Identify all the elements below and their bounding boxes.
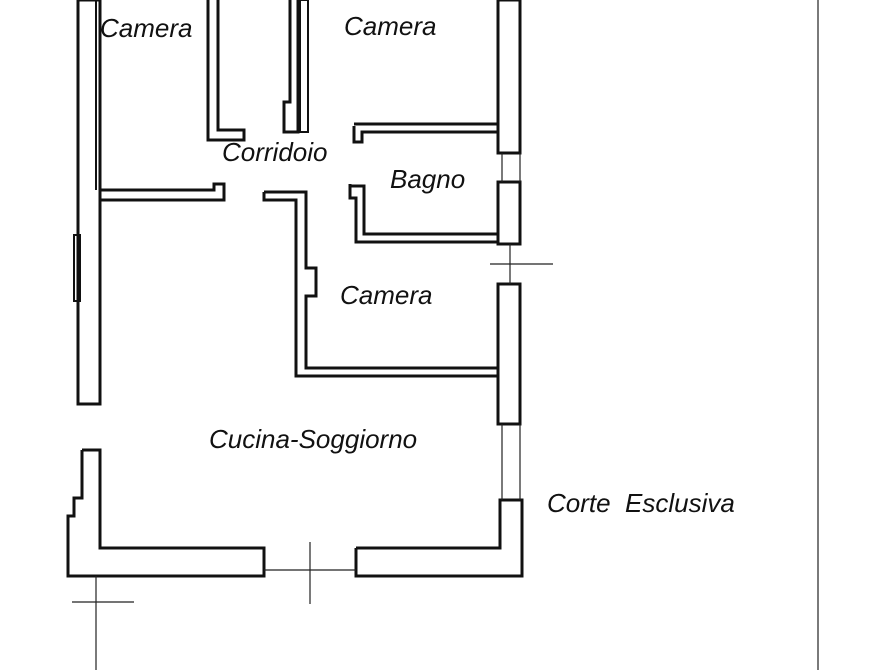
- label-bagno: Bagno: [390, 164, 465, 194]
- interior-wall-camera-left: [206, 0, 246, 142]
- interior-wall-corridor-left: [100, 182, 226, 202]
- reference-lines: [72, 0, 819, 670]
- label-camera-middle: Camera: [340, 280, 432, 310]
- interior-wall-camera-right: [282, 0, 309, 134]
- label-corridoio: Corridoio: [222, 137, 328, 167]
- outer-right-wall: [496, 0, 522, 500]
- outer-left-wall: [73, 0, 102, 406]
- label-camera-top-right: Camera: [344, 11, 436, 41]
- lower-left-wall: [66, 448, 266, 578]
- label-corte-esclusiva: Corte Esclusiva: [547, 488, 735, 518]
- interior-wall-bagno-top: [352, 122, 500, 144]
- interior-wall-bagno-left: [348, 184, 500, 244]
- bottom-right-wall: [354, 498, 524, 578]
- label-cucina-soggiorno: Cucina-Soggiorno: [209, 424, 417, 454]
- label-camera-top-left: Camera: [100, 13, 192, 43]
- interior-wall-camera-middle: [262, 190, 500, 378]
